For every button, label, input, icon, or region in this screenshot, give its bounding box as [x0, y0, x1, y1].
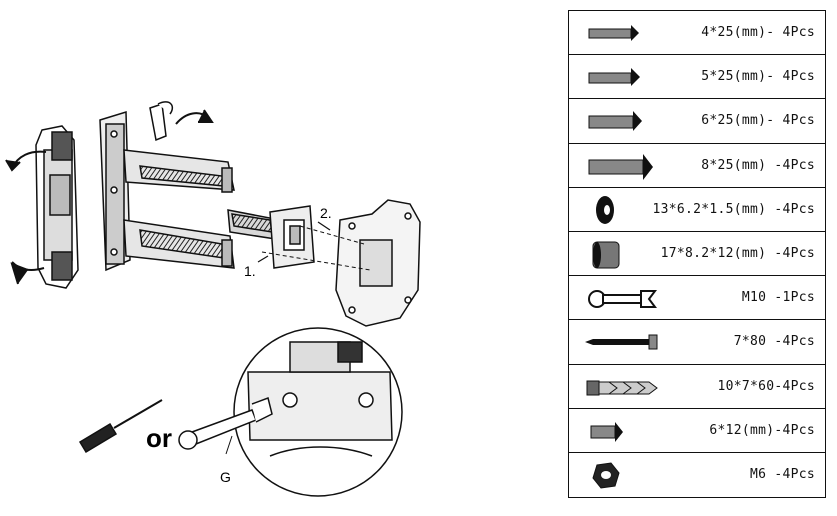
part-row: 5*25(mm)- 4Pcs — [569, 55, 825, 100]
screw-long-icon — [588, 153, 653, 180]
wrench-label: G — [220, 469, 231, 485]
part-row: 4*25(mm)- 4Pcs — [569, 11, 825, 56]
cover-plate — [35, 125, 79, 289]
part-row: 8*25(mm) -4Pcs — [569, 144, 825, 188]
upper-arm — [123, 149, 235, 193]
part-label: 17*8.2*12(mm) -4Pcs — [660, 245, 815, 261]
wall-anchor-icon — [586, 380, 658, 395]
spacer-icon — [592, 241, 620, 269]
lag-bolt-icon — [585, 334, 658, 350]
part-row: 17*8.2*12(mm) -4Pcs — [569, 232, 825, 277]
part-label: 6*25(mm)- 4Pcs — [701, 113, 815, 129]
part-label: 6*12(mm)-4Pcs — [709, 422, 815, 438]
rotate-arrow-icon — [5, 150, 47, 285]
screw-long-icon — [588, 68, 640, 87]
step2-label: 2. — [320, 205, 332, 221]
step1-label: 1. — [244, 263, 256, 279]
hand-icon — [149, 101, 174, 142]
part-label: M6 -4Pcs — [749, 466, 815, 482]
part-row: 6*12(mm)-4Pcs — [569, 409, 825, 453]
part-row: 10*7*60-4Pcs — [569, 365, 825, 409]
wrench-icon — [178, 397, 273, 450]
detail-view — [233, 327, 403, 497]
part-label: M10 -1Pcs — [741, 290, 815, 306]
assembly-diagram: 1. 2. G or — [5, 101, 421, 497]
tilt-head — [269, 205, 315, 269]
lower-arm — [123, 219, 235, 269]
step2-pointer — [317, 221, 331, 231]
part-row: M6 -4Pcs — [569, 453, 825, 497]
step1-pointer — [257, 255, 269, 263]
wrench-icon — [588, 290, 657, 309]
screw-long-icon — [588, 111, 642, 132]
part-label: 4*25(mm)- 4Pcs — [701, 25, 815, 40]
part-row: 6*25(mm)- 4Pcs — [569, 99, 825, 144]
nut-icon — [592, 462, 620, 489]
part-row: 13*6.2*1.5(mm) -4Pcs — [569, 188, 825, 232]
wall-plate — [99, 110, 131, 272]
guide-lines — [261, 225, 371, 271]
lift-arrow-icon — [175, 109, 214, 125]
part-row: M10 -1Pcs — [569, 276, 825, 321]
washer-icon — [596, 195, 614, 224]
screw-short-icon — [590, 421, 623, 442]
vesa-bracket — [335, 199, 421, 327]
screw-long-icon — [588, 25, 639, 41]
part-row: 7*80 -4Pcs — [569, 320, 825, 365]
wrench-pointer — [225, 435, 233, 455]
or-label: or — [146, 423, 172, 453]
part-label: 10*7*60-4Pcs — [717, 378, 815, 394]
part-label: 7*80 -4Pcs — [733, 334, 815, 350]
parts-table: 4*25(mm)- 4Pcs 5*25(mm)- 4Pcs 6*25(mm)- … — [568, 10, 826, 499]
part-label: 5*25(mm)- 4Pcs — [701, 69, 815, 85]
part-label: 13*6.2*1.5(mm) -4Pcs — [652, 201, 815, 217]
screwdriver-icon — [78, 399, 163, 454]
part-label: 8*25(mm) -4Pcs — [701, 157, 815, 173]
